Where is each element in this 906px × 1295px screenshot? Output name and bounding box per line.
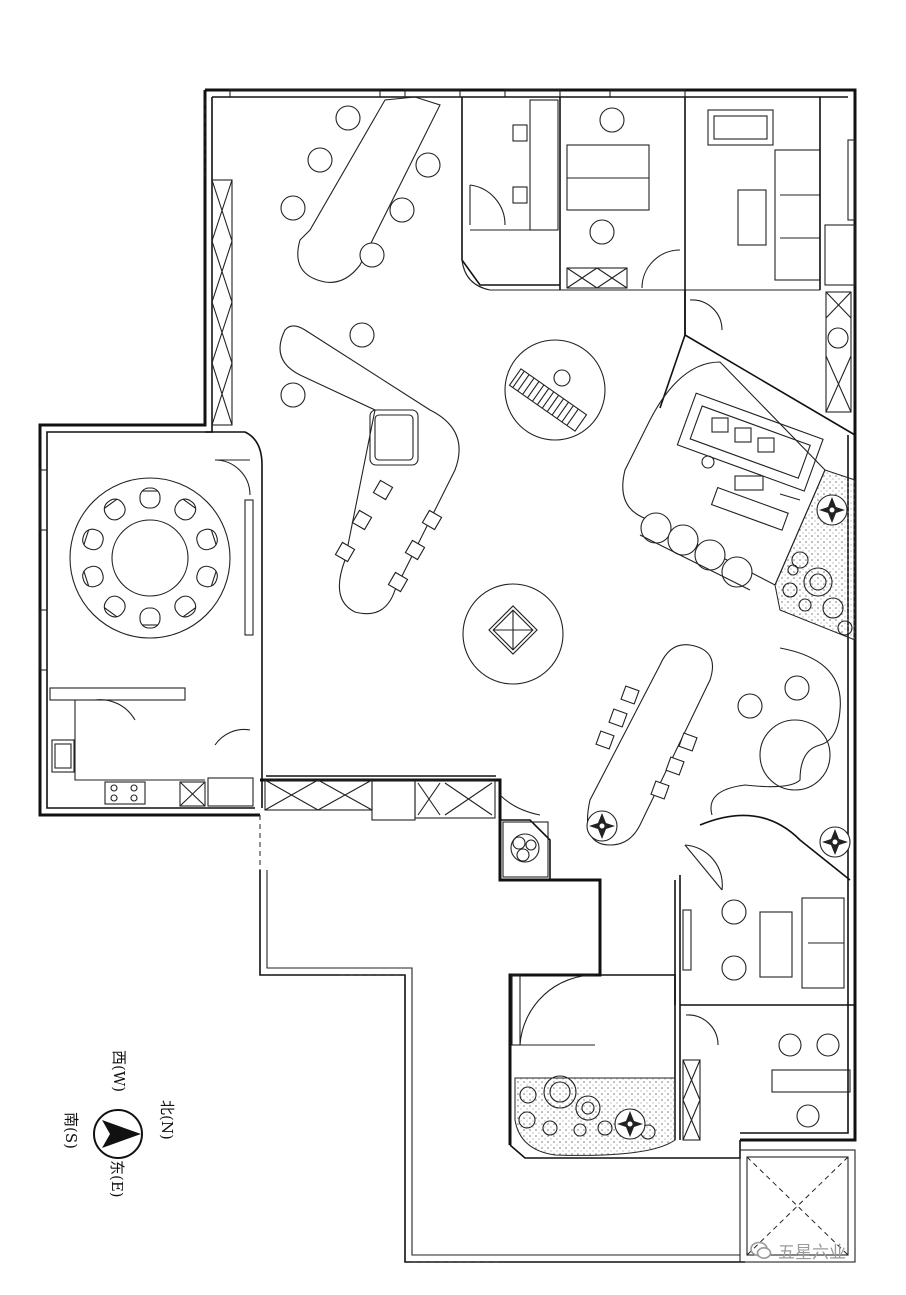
dining-chair: [103, 498, 126, 521]
southeast-zone: [586, 644, 851, 881]
dining-chair-back: [210, 529, 217, 546]
dining-chair: [139, 607, 161, 629]
north-windows: [39, 89, 856, 671]
dining-room: [49, 431, 263, 808]
dining-chair-back: [83, 529, 90, 546]
dining-chair: [196, 528, 218, 551]
dining-chair-back: [182, 607, 197, 618]
dining-chair: [196, 565, 218, 588]
compass-west-label: 西(W): [110, 1050, 128, 1093]
watermark-text: 五星六业: [778, 1243, 846, 1263]
dining-chair-back: [182, 498, 197, 509]
terrace: [259, 870, 856, 1263]
south-cabinets: [264, 779, 496, 821]
dining-chair: [139, 487, 161, 509]
work-hall: [279, 96, 606, 685]
dining-chair-back: [210, 570, 217, 587]
dining-chair: [174, 498, 197, 521]
dining-chair: [103, 595, 126, 618]
compass-arrow-icon: [93, 1109, 143, 1159]
dining-chair-back: [83, 570, 90, 587]
north-rooms: [461, 97, 856, 413]
bar-area: [622, 290, 856, 641]
compass-north-label: 北(N): [158, 1100, 176, 1140]
south-rooms: [499, 794, 855, 1159]
watermark: 五星六业: [750, 1238, 846, 1263]
west-cabinets: [211, 179, 233, 426]
wechat-logo-icon: [750, 1241, 772, 1259]
dining-chair-back: [103, 607, 118, 618]
compass-south-label: 南(S): [62, 1112, 80, 1149]
exterior-walls: [38, 88, 857, 1145]
dining-chair: [174, 595, 197, 618]
compass-east-label: 东(E): [108, 1160, 126, 1198]
dining-chair: [82, 565, 104, 588]
dining-chairs: [82, 487, 218, 629]
dining-chair-back: [103, 498, 118, 509]
dining-chair: [82, 528, 104, 551]
